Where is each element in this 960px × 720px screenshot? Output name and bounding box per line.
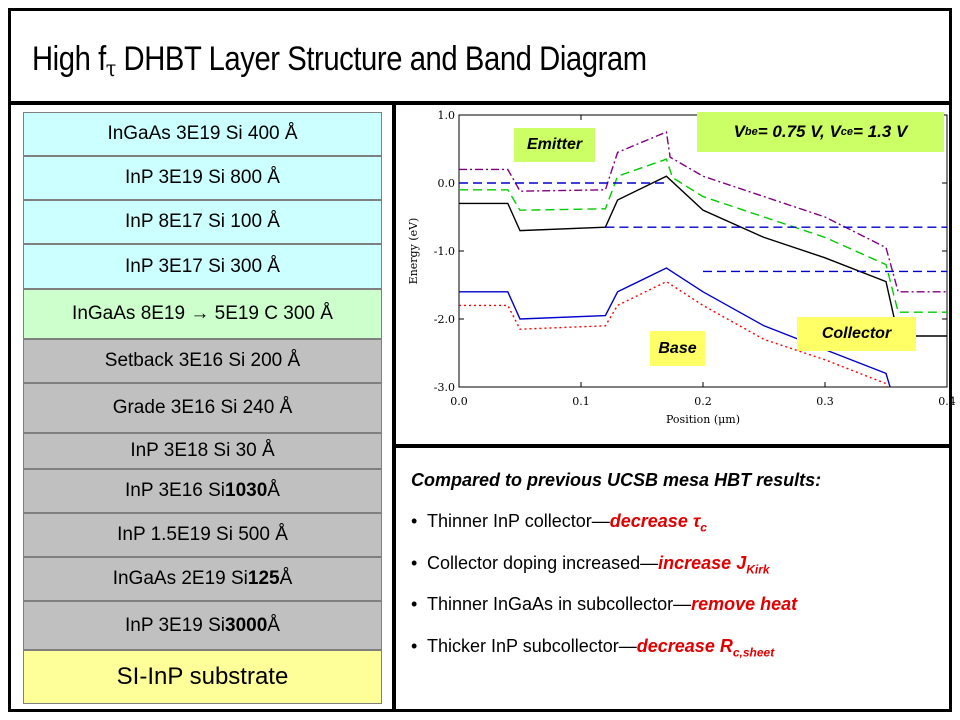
- band-diagram-svg: 0.0 0.1 0.2 0.3 0.4 1.0 0.0 -1.0 -2.0 -3.0Positio…: [407, 109, 956, 426]
- x-tick-label: 0.1: [572, 395, 590, 408]
- layer-3: InP 8E17 Si 100 Å: [23, 200, 382, 244]
- x-tick-label: 0.0: [450, 395, 468, 408]
- layer-4: InP 3E17 Si 300 Å: [23, 244, 382, 289]
- layer-9: InP 3E16 Si 1030 Å: [23, 469, 382, 513]
- y-tick-label: -3.0: [434, 381, 455, 394]
- band-line: [459, 267, 891, 387]
- note-bullet: •Thicker InP subcollector—decrease Rc,sh…: [411, 636, 775, 660]
- layer-7: Grade 3E16 Si 240 Å: [23, 383, 382, 433]
- notes-heading: Compared to previous UCSB mesa HBT resul…: [411, 470, 822, 490]
- x-tick-label: 0.2: [694, 395, 712, 408]
- x-tick-label: 0.4: [938, 395, 956, 408]
- layer-12: InP 3E19 Si 3000 Å: [23, 601, 382, 650]
- band-line: [459, 280, 888, 387]
- note-bullet: •Collector doping increased—increase JKi…: [411, 553, 770, 577]
- substrate-layer: SI-InP substrate: [23, 650, 382, 704]
- layer-8: InP 3E18 Si 30 Å: [23, 433, 382, 469]
- layer-10: InP 1.5E19 Si 500 Å: [23, 513, 382, 557]
- layer-5: InGaAs 8E19 → 5E19 C 300 Å: [23, 289, 382, 339]
- right-divider: [392, 444, 952, 448]
- base-label: Base: [650, 331, 705, 366]
- y-tick-label: 1.0: [438, 109, 456, 122]
- emitter-label: Emitter: [514, 128, 595, 162]
- x-axis-label: Position (μm): [666, 413, 740, 426]
- collector-label: Collector: [797, 317, 916, 351]
- y-tick-label: -1.0: [434, 245, 455, 258]
- title-divider: [8, 101, 952, 105]
- x-tick-label: 0.3: [816, 395, 834, 408]
- y-tick-label: -2.0: [434, 313, 455, 326]
- y-axis-label: Energy (eV): [407, 218, 420, 285]
- band-line: [459, 158, 947, 313]
- slide-frame: [8, 8, 952, 712]
- left-divider: [392, 101, 396, 712]
- band-line: [459, 175, 947, 337]
- band-line: [459, 131, 947, 293]
- note-bullet: •Thinner InP collector—decrease τc: [411, 511, 707, 535]
- page-title: High fτ DHBT Layer Structure and Band Di…: [32, 40, 647, 82]
- note-bullet: •Thinner InGaAs in subcollector—remove h…: [411, 594, 798, 614]
- layer-1: InGaAs 3E19 Si 400 Å: [23, 112, 382, 156]
- y-tick-label: 0.0: [438, 177, 456, 190]
- layer-2: InP 3E19 Si 800 Å: [23, 156, 382, 200]
- layer-11: InGaAs 2E19 Si 125 Å: [23, 557, 382, 601]
- layer-6: Setback 3E16 Si 200 Å: [23, 339, 382, 383]
